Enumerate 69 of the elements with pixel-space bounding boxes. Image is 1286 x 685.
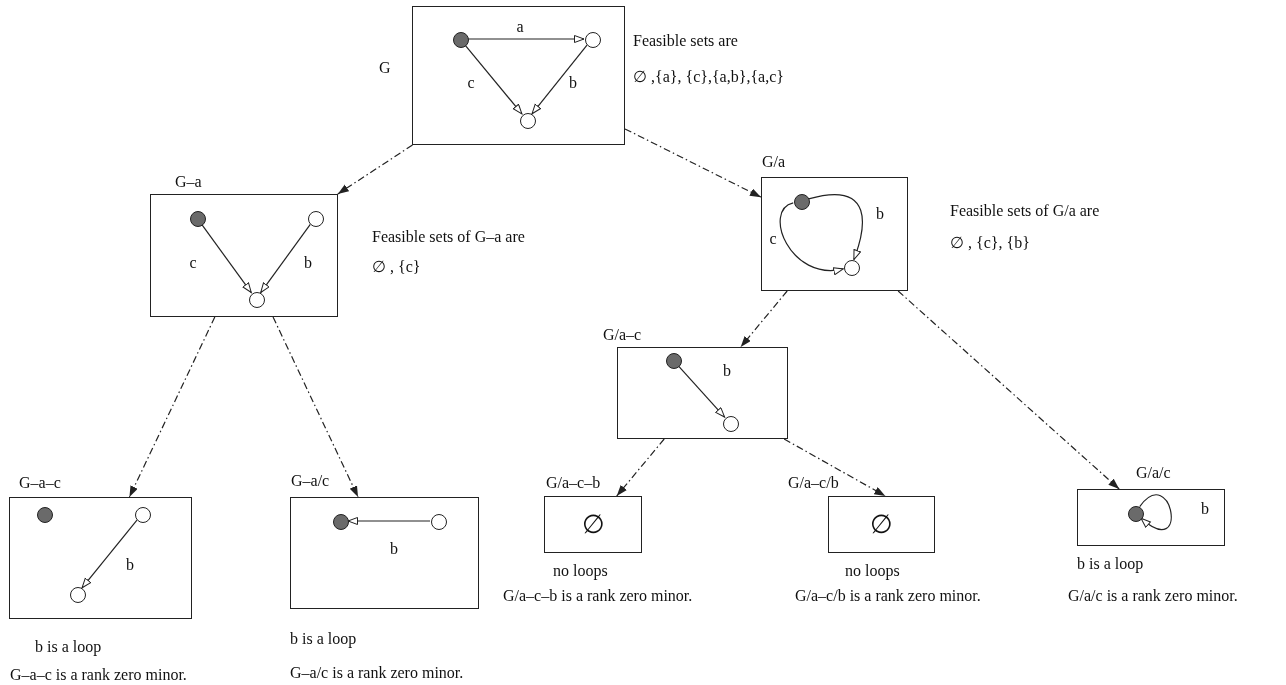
vertex-circle	[135, 507, 151, 523]
arrow	[677, 365, 726, 418]
vertex-circle	[190, 211, 206, 227]
graph-content-text: ∅	[581, 509, 605, 540]
arrow	[272, 316, 359, 498]
vertex-circle	[333, 514, 349, 530]
note-text: b is a loop	[290, 630, 357, 648]
edge-label: b	[125, 555, 135, 573]
graph-content-text: ∅	[870, 509, 893, 540]
note-text: ∅ , {c}, {b}	[950, 234, 1030, 252]
vertex-circle	[844, 260, 860, 276]
vertex-circle	[585, 32, 601, 48]
vertex-circle	[666, 353, 682, 369]
arrow	[616, 438, 665, 497]
note-text: G/a–c/b is a rank zero minor.	[795, 587, 981, 605]
arrow	[467, 35, 585, 43]
arrow	[808, 194, 863, 261]
vertex-circle	[37, 507, 53, 523]
arrow	[740, 290, 788, 348]
graph-title: G–a–c	[19, 474, 61, 492]
graph-title: G	[379, 59, 391, 77]
graph-title: G/a–c	[603, 326, 642, 344]
arrow	[201, 223, 252, 294]
arrow	[779, 202, 844, 275]
arrow	[531, 44, 588, 115]
edge-label: b	[389, 539, 399, 557]
edge-label: b	[303, 253, 313, 271]
vertex-circle	[1128, 506, 1144, 522]
note-text: G/a/c is a rank zero minor.	[1068, 587, 1238, 605]
arrow	[337, 144, 414, 195]
arrow	[783, 438, 886, 497]
note-text: Feasible sets of G–a are	[372, 228, 525, 246]
vertex-circle	[308, 211, 324, 227]
vertex-circle	[453, 32, 469, 48]
vertex-circle	[70, 587, 86, 603]
graph-title: G/a/c	[1136, 464, 1171, 482]
edge-label: b	[722, 361, 732, 379]
graph-title: G–a	[175, 173, 202, 191]
note-text: G–a/c is a rank zero minor.	[290, 664, 464, 682]
arrow	[624, 128, 762, 198]
arrow	[347, 517, 431, 525]
arrow	[81, 519, 138, 589]
note-text: G–a–c is a rank zero minor.	[10, 666, 187, 684]
vertex-circle	[431, 514, 447, 530]
note-text: G/a–c–b is a rank zero minor.	[503, 587, 693, 605]
graph-title: G/a	[762, 153, 786, 171]
arrow	[897, 290, 1120, 490]
note-text: b is a loop	[35, 638, 102, 656]
vertex-circle	[723, 416, 739, 432]
graph-title: G/a–c/b	[788, 474, 839, 492]
note-text: ∅ ,{a}, {c},{a,b},{a,c}	[633, 68, 784, 86]
vertex-circle	[520, 113, 536, 129]
note-text: Feasible sets of G/a are	[950, 202, 1100, 220]
graph-title: G/a–c–b	[546, 474, 601, 492]
vertex-circle	[794, 194, 810, 210]
note-text: b is a loop	[1077, 555, 1144, 573]
note-text: no loops	[845, 562, 900, 580]
arrow	[464, 44, 523, 115]
note-text: no loops	[553, 562, 608, 580]
graph-title: G–a/c	[291, 472, 330, 490]
note-text: ∅ , {c}	[372, 258, 421, 276]
edge-label: b	[875, 204, 885, 222]
arrow	[128, 316, 216, 498]
edge-label: b	[1200, 499, 1210, 517]
note-text: Feasible sets are	[633, 32, 738, 50]
vertex-circle	[249, 292, 265, 308]
arrow	[260, 223, 311, 294]
edge-label: b	[568, 73, 578, 91]
arrow	[1139, 494, 1172, 531]
